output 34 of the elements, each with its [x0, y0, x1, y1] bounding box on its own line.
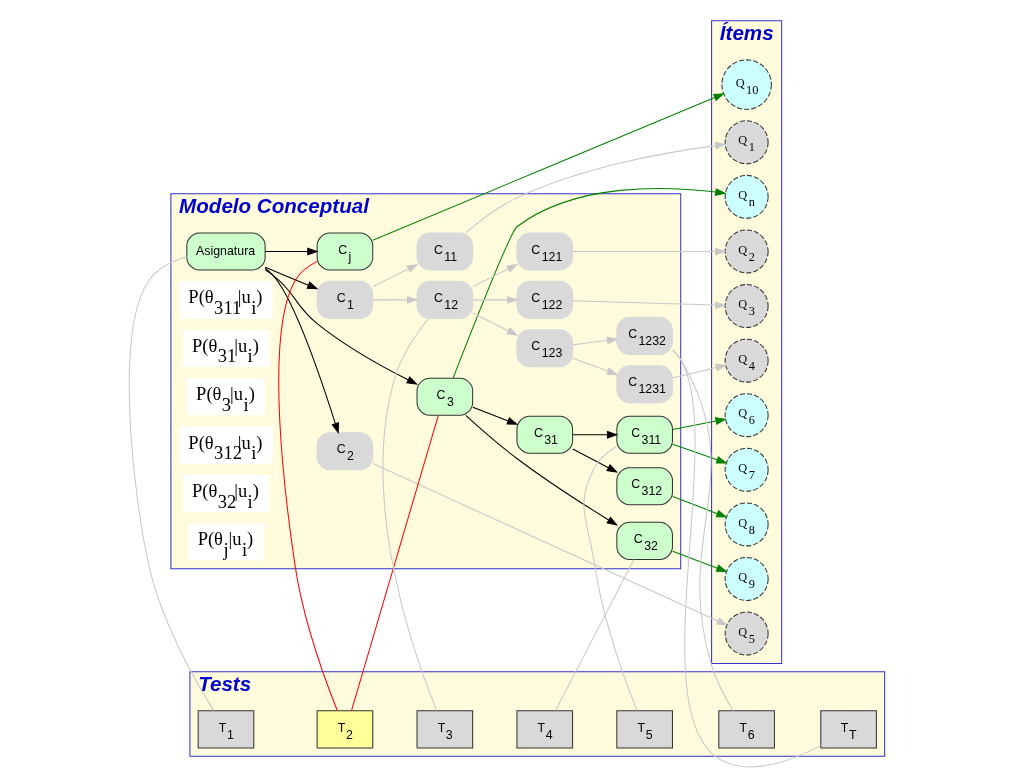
arrow — [571, 357, 618, 375]
arrow — [671, 550, 728, 573]
arrow — [464, 141, 727, 234]
arrow — [264, 267, 339, 435]
arrow — [671, 363, 727, 379]
arrow — [371, 463, 728, 626]
arrow — [371, 264, 418, 288]
arrow — [471, 264, 518, 288]
arrow — [471, 295, 518, 304]
arrow — [571, 247, 726, 256]
arrow — [264, 269, 418, 385]
connector — [277, 260, 338, 712]
arrow — [471, 406, 518, 425]
arrow — [471, 312, 518, 336]
arrow — [264, 247, 319, 256]
arrow — [571, 430, 618, 439]
connector — [382, 317, 437, 712]
arrow — [571, 300, 726, 310]
arrow — [571, 448, 618, 473]
arrow — [264, 266, 318, 290]
connector — [582, 445, 637, 712]
arrow — [671, 417, 727, 430]
arrow — [371, 93, 725, 241]
arrow — [452, 187, 727, 379]
arrow — [464, 414, 618, 526]
connector — [350, 414, 439, 712]
arrow — [671, 496, 728, 518]
connector — [554, 559, 634, 712]
arrow — [571, 336, 618, 346]
arrow — [671, 443, 728, 464]
connector — [128, 256, 214, 712]
arrow — [371, 295, 418, 304]
node-box: Asignatura — [185, 232, 266, 271]
connector — [671, 349, 821, 768]
